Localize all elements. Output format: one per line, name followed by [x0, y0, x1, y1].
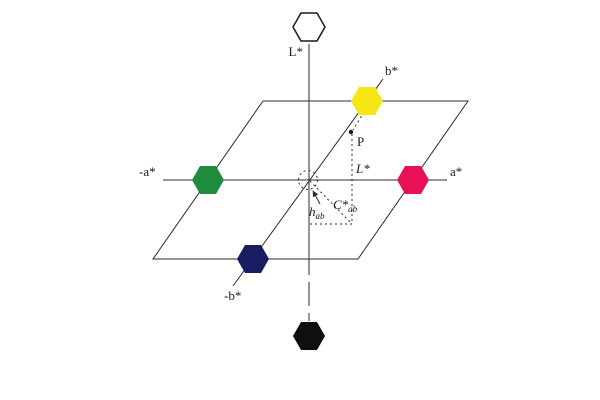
- a-pos-axis-label: a*: [450, 164, 462, 179]
- point-p-marker: [348, 129, 354, 135]
- hue-label-base: h: [309, 204, 316, 219]
- lightness-label: L*: [355, 161, 370, 176]
- dotted-line-b-to-p: [352, 111, 365, 131]
- l-axis-label: L*: [289, 44, 303, 59]
- chroma-label-subscript: ab: [348, 204, 358, 214]
- red-node-hexagon: [397, 166, 429, 194]
- b-neg-axis-label: -b*: [224, 288, 241, 303]
- ab-plane-parallelogram: [152, 100, 469, 260]
- blue-node-hexagon: [237, 245, 269, 273]
- hue-label: hab: [309, 204, 325, 221]
- chroma-label-base: C*: [333, 197, 349, 212]
- hue-angle-arrow: [312, 190, 321, 205]
- dotted-line-chroma: [309, 180, 353, 225]
- hue-label-subscript: ab: [316, 211, 326, 221]
- point-p-label: P: [357, 134, 364, 149]
- chroma-label: C*ab: [333, 197, 358, 214]
- a-neg-axis-label: -a*: [139, 164, 156, 179]
- b-pos-axis-label: b*: [385, 63, 398, 78]
- black-node-hexagon: [293, 322, 325, 350]
- white-node-hexagon: [292, 12, 326, 42]
- hue-angle-circle: [298, 170, 318, 190]
- green-node-hexagon: [192, 166, 224, 194]
- yellow-node-hexagon: [351, 87, 383, 115]
